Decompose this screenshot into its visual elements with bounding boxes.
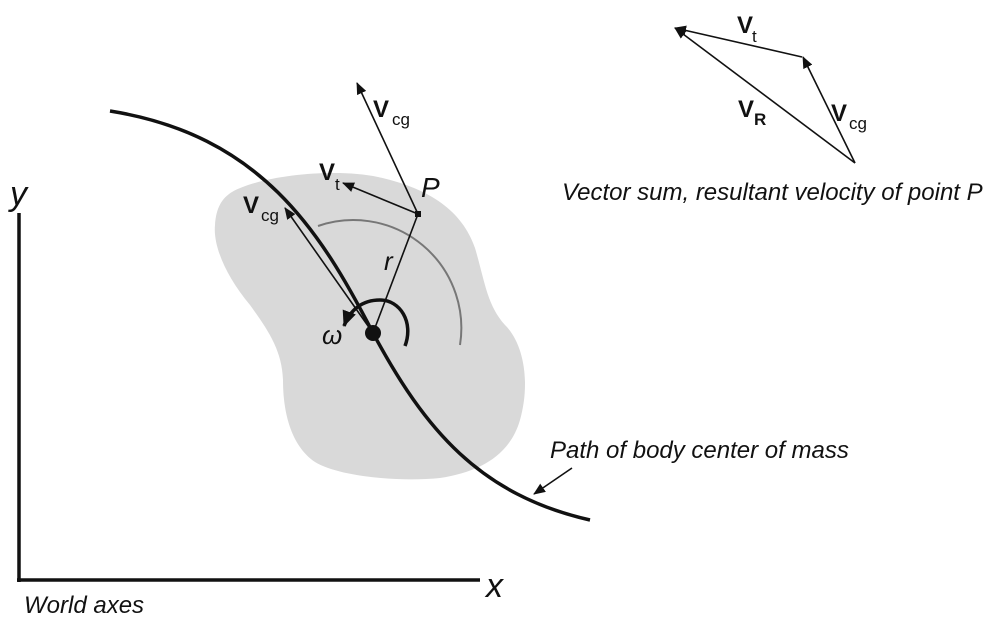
world-axes-label: World axes <box>24 592 144 619</box>
radius-line <box>372 213 419 334</box>
vcg-body-label-sub: cg <box>261 206 279 225</box>
center-of-mass-dot <box>365 325 381 341</box>
omega-rotation-arrow <box>342 298 410 347</box>
vt-label-sub: t <box>335 175 340 194</box>
triangle-vr-arrow <box>674 27 856 164</box>
omega-label: ω <box>322 320 342 350</box>
triangle-vcg-label: V <box>831 100 847 127</box>
path-label-pointer <box>533 467 573 495</box>
vcg-p-label: V <box>373 96 389 123</box>
vt-label: V <box>319 159 335 186</box>
rotation-arc-of-p <box>317 219 463 346</box>
triangle-vt-label: V <box>737 12 753 39</box>
p-label: P <box>421 172 440 203</box>
triangle-vr-label: V <box>738 96 754 123</box>
vcg-arrow-body <box>284 207 374 334</box>
triangle-vcg-label-sub: cg <box>849 114 867 133</box>
triangle-vt-label-sub: t <box>752 27 757 46</box>
triangle-vr-label-sub: R <box>754 110 766 129</box>
path-label: Path of body center of mass <box>550 437 849 464</box>
vcg-body-label: V <box>243 192 259 219</box>
vcg-arrow-at-p <box>356 82 419 215</box>
y-axis-label: y <box>8 175 29 213</box>
vt-arrow-at-p <box>342 182 419 215</box>
triangle-vcg-arrow <box>802 56 856 164</box>
r-label: r <box>384 246 394 276</box>
vector-sum-caption: Vector sum, resultant velocity of point … <box>562 179 983 206</box>
triangle-vt-arrow <box>674 25 803 58</box>
vcg-p-label-sub: cg <box>392 110 410 129</box>
x-axis-label: x <box>484 567 504 605</box>
